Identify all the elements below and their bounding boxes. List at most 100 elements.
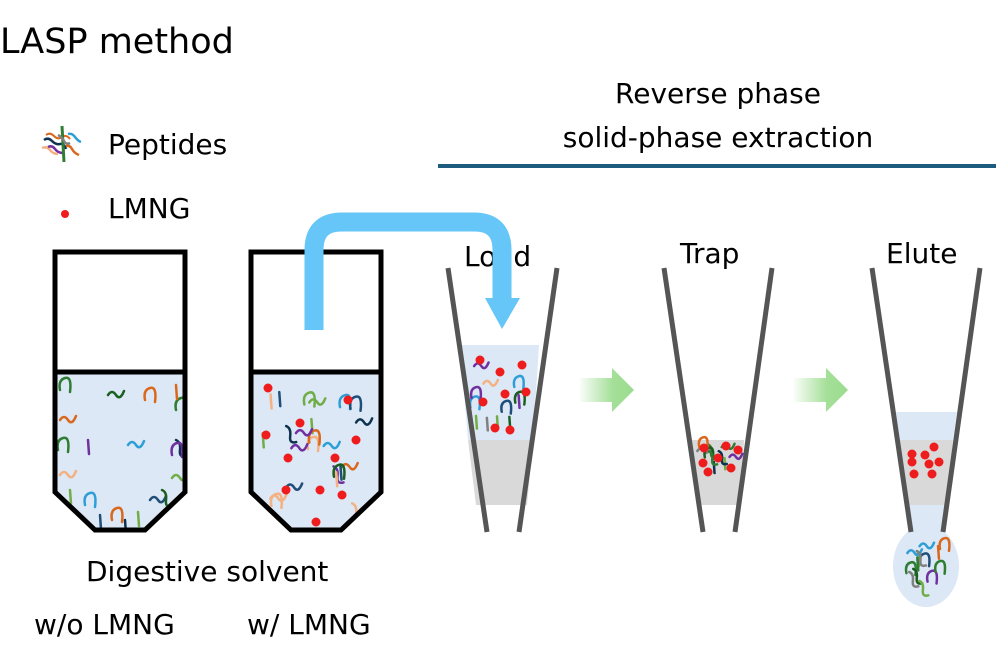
lmng-dot — [283, 453, 293, 463]
peptide-strand — [170, 472, 183, 482]
load-contents — [468, 355, 531, 435]
spe-header: Reverse phase solid-phase extraction — [440, 72, 996, 160]
lmng-dot — [907, 457, 917, 467]
peptide-strand — [86, 438, 91, 456]
peptide-strand — [284, 482, 304, 491]
lmng-dot — [311, 517, 321, 527]
lmng-dot — [920, 450, 930, 460]
spe-tip-trap — [661, 267, 775, 533]
step-trap-label: Trap — [680, 237, 740, 270]
peptide-strand — [908, 570, 920, 588]
tube-with-lmng — [248, 249, 384, 533]
peptide-strand — [728, 452, 744, 461]
peptide-strand — [500, 399, 513, 415]
lmng-dot — [315, 485, 325, 495]
peptide-strand — [308, 397, 327, 406]
transfer-arrow — [304, 212, 520, 330]
peptide-strand — [269, 492, 284, 510]
lmng-dot — [261, 430, 271, 440]
spe-header-line2: solid-phase extraction — [562, 121, 874, 154]
peptide-strand — [110, 506, 124, 524]
peptide-strand — [123, 518, 128, 528]
lmng-dot — [263, 383, 273, 393]
elute-solvent-top — [896, 412, 957, 440]
peptide-strand — [170, 441, 183, 459]
lmng-dot — [517, 360, 527, 370]
peptide-strand — [339, 464, 343, 481]
peptide-strand — [485, 416, 490, 432]
spe-header-line1: Reverse phase — [615, 77, 821, 110]
peptide-strand — [307, 429, 322, 446]
peptide-strand — [332, 463, 346, 481]
load-resin — [468, 440, 533, 505]
peptide-strand — [58, 414, 78, 424]
lmng-dot — [295, 418, 305, 428]
spe-tip-elute — [869, 267, 983, 607]
peptide-strand — [915, 549, 928, 568]
lmng-dot — [733, 445, 743, 455]
without-lmng-label: w/o LMNG — [34, 608, 175, 641]
lmng-dot — [478, 397, 488, 407]
with-lmng-label: w/ LMNG — [247, 608, 371, 641]
lmng-dot — [909, 469, 919, 479]
peptide-strand — [68, 488, 73, 506]
peptide-strand — [174, 383, 179, 401]
tube1-peptides — [57, 376, 183, 528]
peptide-strand — [512, 374, 525, 390]
peptide-strand — [58, 469, 78, 479]
peptide-strand — [58, 376, 72, 394]
tube1-solvent — [57, 373, 183, 528]
lmng-dot — [337, 490, 347, 500]
peptide-strand — [918, 541, 936, 550]
lmng-dot — [927, 469, 937, 479]
lmng-dot — [505, 425, 515, 435]
peptide-strand — [294, 427, 314, 437]
peptide-strand — [938, 536, 951, 553]
peptide-strand — [517, 394, 521, 410]
legend-peptides-label: Peptides — [108, 128, 228, 161]
peptide-strand — [302, 391, 317, 408]
lmng-dot — [703, 467, 713, 477]
lmng-dot — [500, 389, 510, 399]
step-arrow-1 — [580, 368, 634, 412]
peptide-strand — [284, 424, 298, 444]
peptide-strand — [918, 579, 930, 597]
peptide-strand — [148, 494, 168, 504]
tube-without-lmng — [52, 249, 188, 533]
peptide-strand — [933, 559, 947, 575]
lmng-dot — [907, 449, 917, 459]
peptide-strand — [98, 513, 103, 528]
lmng-dot — [924, 459, 934, 469]
spe-tip-load — [445, 267, 560, 533]
page-title: LASP method — [0, 22, 234, 62]
lmng-dot — [726, 463, 736, 473]
lmng-dot — [713, 453, 723, 463]
peptide-strand — [340, 461, 359, 471]
peptide-strand — [269, 393, 273, 410]
lmng-dot — [490, 423, 500, 433]
trap-contents — [696, 435, 744, 477]
peptide-strand — [143, 386, 157, 404]
peptide-strand — [697, 435, 709, 450]
peptide-strand — [703, 446, 715, 461]
lmng-dot — [934, 457, 944, 467]
peptide-strand — [472, 361, 490, 370]
peptide-strand — [126, 439, 146, 449]
peptide-strand — [904, 560, 918, 577]
elute-contents — [904, 442, 951, 597]
lmng-dot — [351, 435, 361, 445]
peptides-squiggle-icon — [41, 125, 82, 163]
peptide-strand — [322, 440, 341, 450]
peptide-strand — [57, 436, 70, 454]
lmng-dot — [521, 387, 531, 397]
lmng-dot — [698, 458, 708, 468]
peptide-strand — [83, 491, 97, 509]
peptide-strand — [290, 442, 309, 452]
tube1-outline — [52, 249, 188, 533]
lmng-dot — [330, 453, 340, 463]
peptide-strand — [916, 556, 920, 572]
peptide-strand — [334, 470, 339, 488]
peptide-strand — [936, 544, 941, 560]
lmng-dot — [281, 485, 291, 495]
